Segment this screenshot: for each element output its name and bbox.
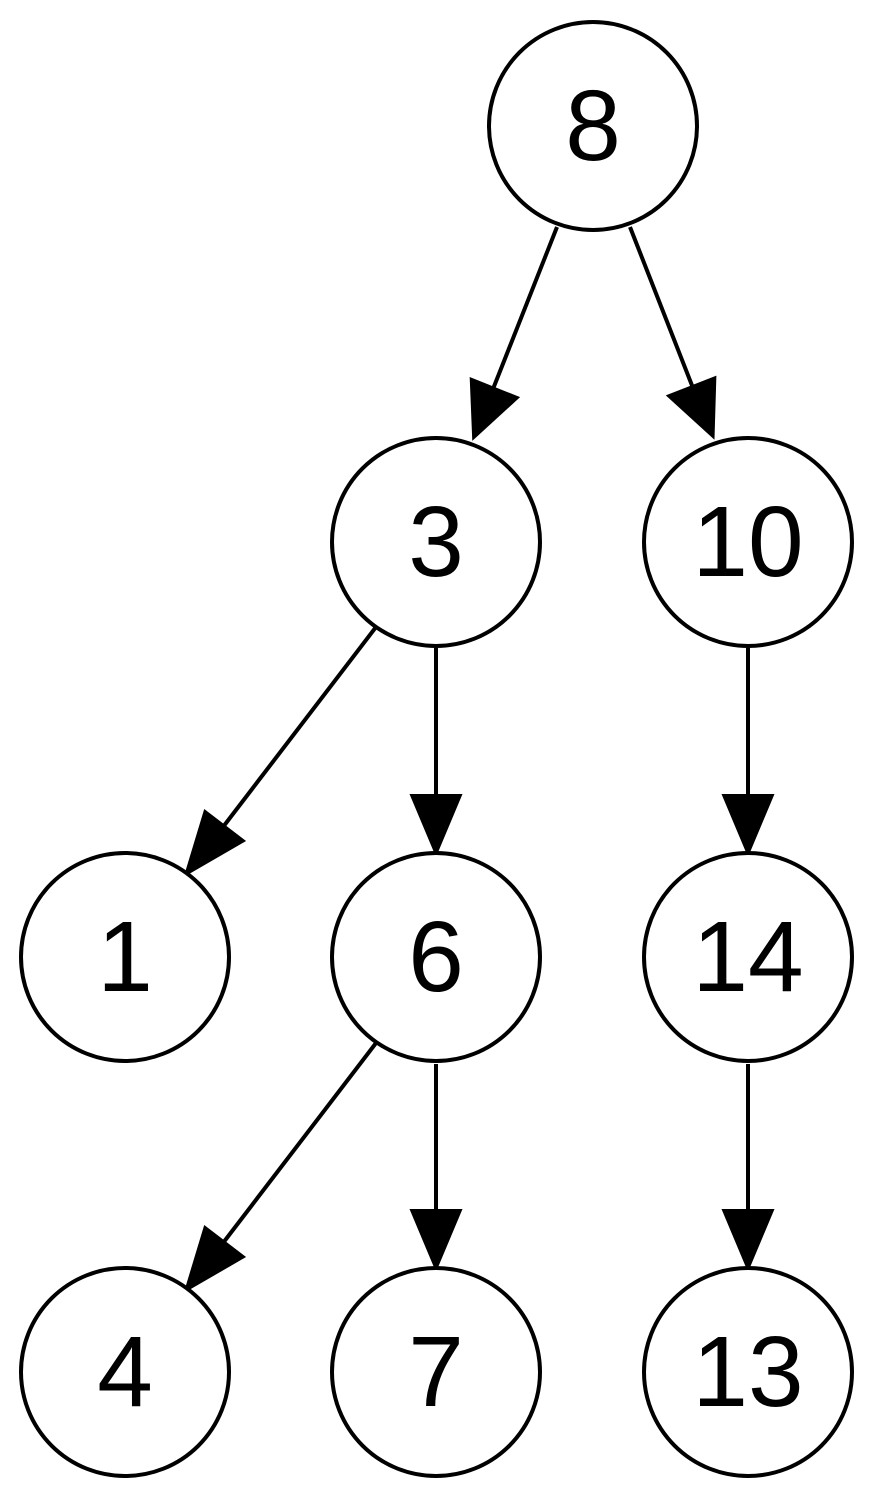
- node-label: 13: [692, 1316, 803, 1428]
- node-label: 7: [408, 1316, 464, 1428]
- node-circle: [487, 20, 699, 232]
- edge-10-14: [721, 648, 775, 858]
- node-10: 10: [642, 436, 854, 648]
- arrowhead: [409, 794, 463, 858]
- arrowhead: [183, 1224, 247, 1294]
- node-label: 10: [692, 486, 803, 598]
- nodes-layer: 8 3 10 1 6 14 4 7: [19, 20, 854, 1478]
- node-label: 8: [565, 70, 621, 182]
- node-circle: [642, 436, 854, 648]
- node-circle: [330, 436, 542, 648]
- node-circle: [19, 851, 231, 1063]
- node-8: 8: [487, 20, 699, 232]
- arrowhead: [469, 376, 521, 441]
- node-14: 14: [642, 851, 854, 1063]
- node-13: 13: [642, 1266, 854, 1478]
- arrowhead: [183, 808, 247, 878]
- edge-6-7: [409, 1064, 463, 1273]
- edge-line: [221, 625, 378, 829]
- node-label: 1: [97, 901, 153, 1013]
- node-3: 3: [330, 436, 542, 648]
- node-circle: [642, 851, 854, 1063]
- node-label: 6: [408, 901, 464, 1013]
- node-6: 6: [330, 851, 542, 1063]
- arrowhead: [665, 375, 717, 440]
- edge-14-13: [721, 1064, 775, 1273]
- edge-8-10: [628, 226, 717, 440]
- edge-8-3: [469, 226, 559, 441]
- edge-line: [628, 226, 695, 389]
- edge-3-6: [409, 648, 463, 858]
- edge-line: [221, 1041, 378, 1245]
- arrowhead: [409, 1209, 463, 1273]
- edges-layer: [183, 226, 775, 1294]
- node-circle: [642, 1266, 854, 1478]
- node-4: 4: [19, 1266, 231, 1478]
- node-label: 4: [97, 1316, 153, 1428]
- edge-line: [491, 226, 559, 390]
- edge-6-4: [183, 1041, 378, 1294]
- arrowhead: [721, 1209, 775, 1273]
- node-7: 7: [330, 1266, 542, 1478]
- node-circle: [19, 1266, 231, 1478]
- node-1: 1: [19, 851, 231, 1063]
- arrowhead: [721, 794, 775, 858]
- node-label: 14: [692, 901, 803, 1013]
- node-circle: [330, 851, 542, 1063]
- node-label: 3: [408, 486, 464, 598]
- edge-3-1: [183, 625, 378, 878]
- node-circle: [330, 1266, 542, 1478]
